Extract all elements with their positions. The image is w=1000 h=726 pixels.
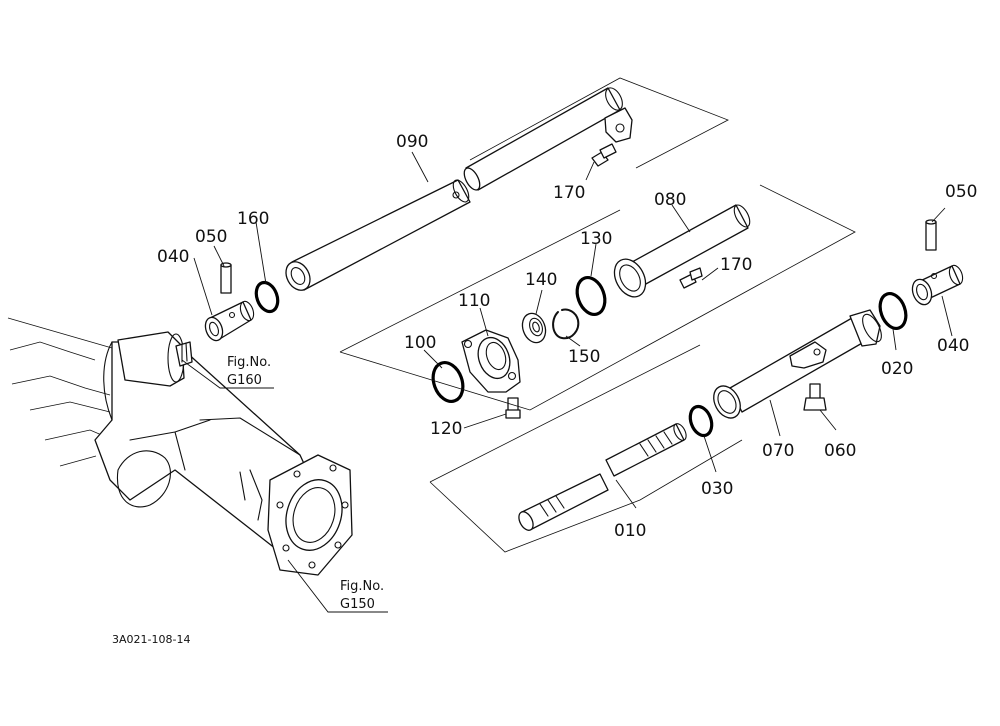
fig-ref-g160-number: G160 <box>227 373 262 388</box>
part-090-tube <box>285 87 633 291</box>
part-050-left-pin <box>220 262 232 294</box>
part-040-left-collar <box>204 300 255 342</box>
fig-ref-g160-caption: Fig.No. <box>227 355 271 370</box>
part-120-bolt <box>505 397 521 419</box>
fig-ref-g150-number: G150 <box>340 597 375 612</box>
label-060: 060 <box>824 441 856 461</box>
part-100-o-ring <box>431 361 465 403</box>
label-100: 100 <box>404 333 436 353</box>
part-080-tube <box>613 204 751 298</box>
axle-housing <box>7 317 353 576</box>
upper-group-frame <box>469 77 729 169</box>
leader-lines <box>181 151 953 613</box>
label-050-left: 050 <box>195 227 227 247</box>
label-120: 120 <box>430 419 462 439</box>
lower-group-frame <box>429 344 743 553</box>
label-090: 090 <box>396 132 428 152</box>
label-040-left: 040 <box>157 247 189 267</box>
part-160-o-ring <box>254 280 280 314</box>
label-130: 130 <box>580 229 612 249</box>
label-030: 030 <box>701 479 733 499</box>
part-130-o-ring <box>575 276 607 316</box>
part-050-right-pin <box>925 219 937 251</box>
label-110: 110 <box>458 291 490 311</box>
label-160: 160 <box>237 209 269 229</box>
part-030-o-ring <box>688 404 714 438</box>
label-140: 140 <box>525 270 557 290</box>
label-050-right: 050 <box>945 182 977 202</box>
part-010-shaft <box>518 423 687 531</box>
fig-ref-g150-caption: Fig.No. <box>340 579 384 594</box>
label-080: 080 <box>654 190 686 210</box>
label-020: 020 <box>881 359 913 379</box>
part-020-o-ring <box>878 291 908 331</box>
drawing-code: 3A021-108-14 <box>112 633 190 646</box>
label-170-top: 170 <box>553 183 585 203</box>
middle-group-frame <box>339 184 856 411</box>
part-070-tube <box>713 309 882 419</box>
label-170-mid: 170 <box>720 255 752 275</box>
label-150: 150 <box>568 347 600 367</box>
part-140-bearing <box>521 312 547 344</box>
label-040-right: 040 <box>937 336 969 356</box>
label-070: 070 <box>762 441 794 461</box>
part-040-right-collar <box>911 264 964 306</box>
label-010: 010 <box>614 521 646 541</box>
part-110-housing <box>461 329 521 393</box>
part-060-bolt <box>803 383 827 411</box>
part-150-snap-ring <box>552 308 580 340</box>
